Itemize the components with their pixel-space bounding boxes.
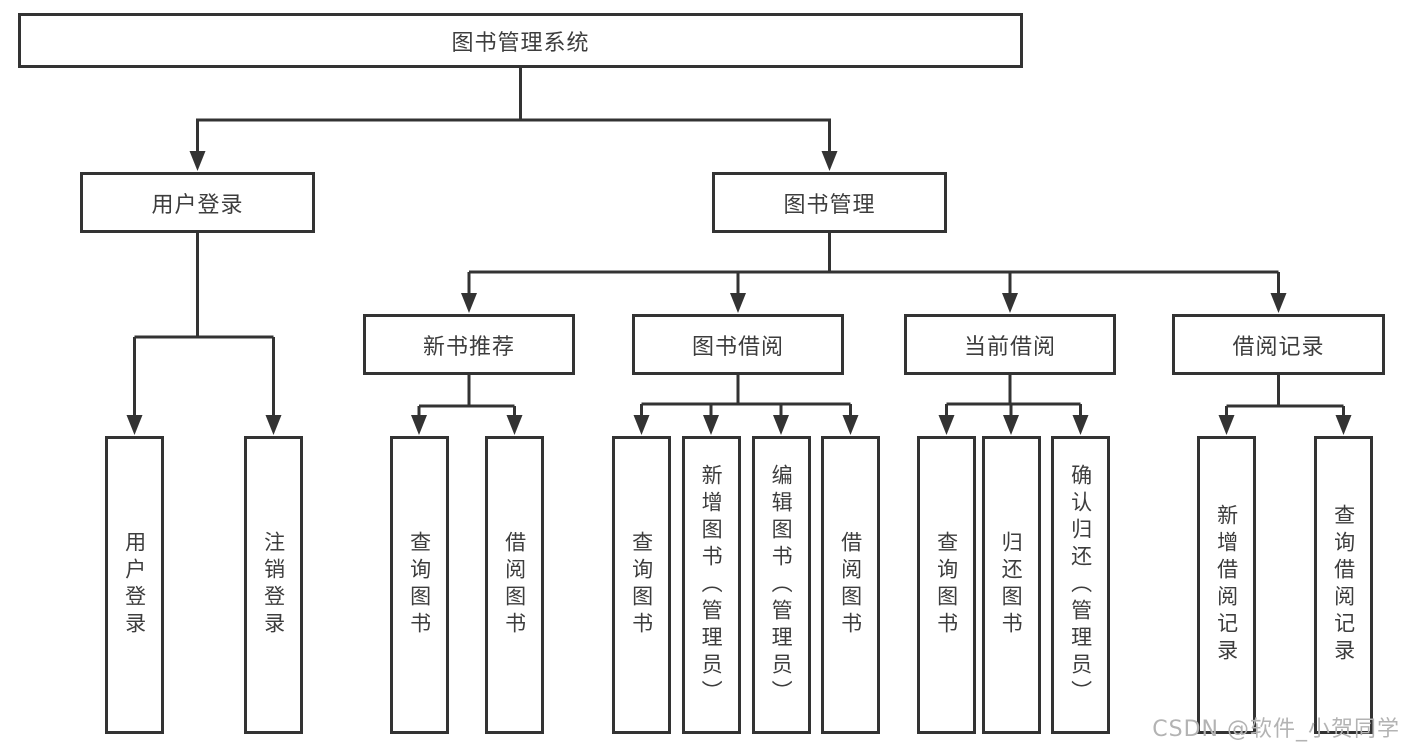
- connector-current-borrow-to-leaves: [938, 375, 1089, 435]
- arrowhead: [126, 415, 143, 435]
- node-new-book-recommend-label: 新书推荐: [422, 334, 515, 360]
- node-current-borrow-label: 当前借阅: [963, 334, 1056, 360]
- node-add-borrow-record-label: 新增借阅记录: [1214, 504, 1239, 666]
- node-query-books-2: 查询图书: [612, 436, 671, 734]
- node-user-login-leaf-label: 用户登录: [122, 531, 147, 639]
- arrowhead: [506, 415, 523, 435]
- node-borrow-books-2-label: 借阅图书: [838, 531, 863, 639]
- arrowhead: [633, 415, 650, 435]
- node-root-label: 图书管理系统: [451, 30, 590, 56]
- node-borrow-books-1: 借阅图书: [485, 436, 544, 734]
- connector-new-book-recommend-to-leaves: [411, 375, 523, 435]
- arrowhead: [265, 415, 282, 435]
- node-book-borrow-label: 图书借阅: [691, 334, 784, 360]
- arrowhead: [938, 415, 955, 435]
- node-return-books: 归还图书: [981, 436, 1041, 734]
- node-root: 图书管理系统: [18, 13, 1023, 68]
- node-query-books-3: 查询图书: [917, 436, 976, 734]
- arrowhead: [1002, 293, 1018, 313]
- node-query-borrow-record-label: 查询借阅记录: [1331, 504, 1356, 666]
- node-borrow-books-1-label: 借阅图书: [502, 531, 527, 639]
- node-confirm-return-admin-label: 确认归还（管理员）: [1068, 463, 1093, 707]
- arrowhead: [1218, 415, 1235, 435]
- connector-borrow-records-to-leaves: [1218, 375, 1352, 435]
- node-borrow-records-label: 借阅记录: [1232, 334, 1325, 360]
- node-new-book-recommend: 新书推荐: [363, 314, 575, 375]
- node-current-borrow: 当前借阅: [904, 314, 1116, 375]
- arrowhead: [1270, 293, 1287, 313]
- node-confirm-return-admin: 确认归还（管理员）: [1051, 436, 1110, 734]
- connector-root-to-level2: [189, 68, 838, 171]
- node-query-borrow-record: 查询借阅记录: [1314, 436, 1373, 734]
- node-borrow-books-2: 借阅图书: [821, 436, 880, 734]
- node-add-books-admin-label: 新增图书（管理员）: [699, 463, 724, 707]
- node-query-books-1-label: 查询图书: [407, 531, 432, 639]
- node-return-books-label: 归还图书: [999, 531, 1024, 639]
- node-book-management: 图书管理: [712, 172, 947, 233]
- node-book-borrow: 图书借阅: [632, 314, 844, 375]
- node-user-login-label: 用户登录: [151, 192, 244, 218]
- arrowhead: [842, 415, 859, 435]
- node-add-books-admin: 新增图书（管理员）: [681, 436, 741, 734]
- csdn-watermark: CSDN @软件_小贺同学: [1152, 717, 1400, 742]
- node-query-books-3-label: 查询图书: [934, 531, 959, 639]
- arrowhead: [1072, 415, 1089, 435]
- arrowhead: [1003, 415, 1019, 435]
- arrowhead: [821, 151, 838, 171]
- arrowhead: [411, 415, 427, 435]
- arrowhead: [461, 293, 477, 313]
- node-query-books-2-label: 查询图书: [629, 531, 654, 639]
- arrowhead: [773, 415, 789, 435]
- node-add-borrow-record: 新增借阅记录: [1197, 436, 1256, 734]
- node-edit-books-admin: 编辑图书（管理员）: [751, 436, 811, 734]
- arrowhead: [703, 415, 719, 435]
- node-borrow-records: 借阅记录: [1172, 314, 1385, 375]
- arrowhead: [1335, 415, 1352, 435]
- node-logout-leaf: 注销登录: [244, 436, 303, 734]
- arrowhead: [189, 151, 206, 171]
- arrowhead: [730, 293, 746, 313]
- node-query-books-1: 查询图书: [390, 436, 449, 734]
- connector-book-borrow-to-leaves: [633, 375, 859, 435]
- connector-user-login-to-leaves: [126, 233, 282, 435]
- node-book-management-label: 图书管理: [783, 192, 876, 218]
- node-edit-books-admin-label: 编辑图书（管理员）: [769, 463, 794, 707]
- node-logout-leaf-label: 注销登录: [261, 531, 286, 639]
- connector-book-management-to-level3: [461, 233, 1287, 313]
- node-user-login: 用户登录: [80, 172, 315, 233]
- node-user-login-leaf: 用户登录: [105, 436, 164, 734]
